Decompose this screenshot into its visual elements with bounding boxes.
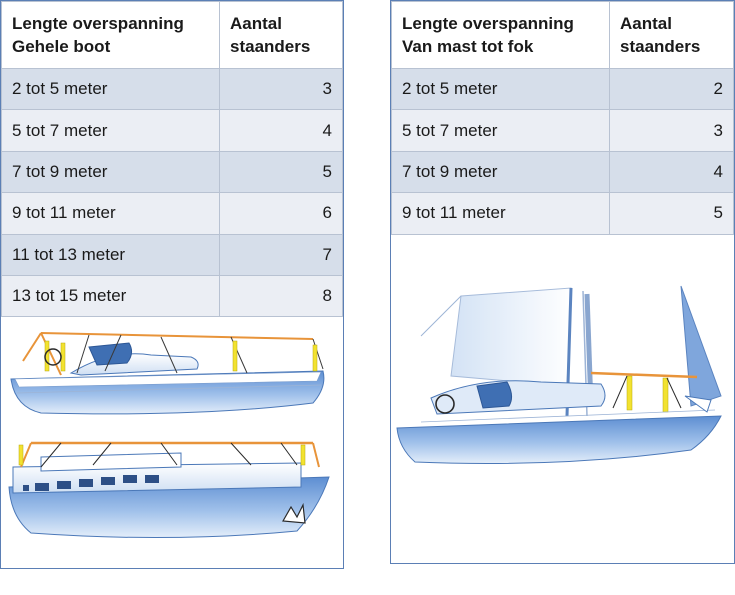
range-cell: 5 tot 7 meter <box>1 109 220 152</box>
sailboat-with-mast-icon <box>396 285 722 464</box>
range-cell: 9 tot 11 meter <box>1 192 220 235</box>
sailboat-icon <box>10 332 325 415</box>
table-row: 5 tot 7 meter 3 <box>391 109 734 152</box>
header-line: staanders <box>620 37 701 56</box>
header-line: staanders <box>230 37 311 56</box>
right-panel: Lengte overspanning Van mast tot fok Aan… <box>390 0 735 564</box>
count-cell: 4 <box>609 150 734 194</box>
header-line: Lengte overspanning <box>402 14 574 33</box>
boat-illustration <box>391 236 734 561</box>
header-span-length: Lengte overspanning Gehele boot <box>1 1 220 69</box>
right-spec-table: Lengte overspanning Van mast tot fok Aan… <box>391 1 734 235</box>
count-cell: 7 <box>219 233 343 276</box>
count-cell: 8 <box>219 274 343 318</box>
header-line: Lengte overspanning <box>12 14 184 33</box>
count-cell: 6 <box>219 192 343 235</box>
motor-yacht-icon <box>8 441 330 539</box>
table-row: 9 tot 11 meter 6 <box>1 192 343 235</box>
count-cell: 2 <box>609 67 734 111</box>
range-cell: 2 tot 5 meter <box>1 67 220 111</box>
range-cell: 2 tot 5 meter <box>391 67 610 111</box>
header-line: Aantal <box>620 14 672 33</box>
range-cell: 5 tot 7 meter <box>391 109 610 152</box>
table-row: 2 tot 5 meter 3 <box>1 67 343 111</box>
range-cell: 13 tot 15 meter <box>1 274 220 318</box>
header-span-length: Lengte overspanning Van mast tot fok <box>391 1 610 69</box>
count-cell: 4 <box>219 109 343 152</box>
header-line: Gehele boot <box>12 37 111 56</box>
range-cell: 11 tot 13 meter <box>1 233 220 276</box>
count-cell: 5 <box>609 192 734 235</box>
range-cell: 7 tot 9 meter <box>1 150 220 194</box>
left-panel: Lengte overspanning Gehele boot Aantal s… <box>0 0 344 569</box>
table-row: 9 tot 11 meter 5 <box>391 192 734 235</box>
left-spec-table: Lengte overspanning Gehele boot Aantal s… <box>1 1 343 318</box>
table-row: 7 tot 9 meter 5 <box>1 150 343 194</box>
header-line: Van mast tot fok <box>402 37 534 56</box>
range-cell: 9 tot 11 meter <box>391 192 610 235</box>
header-line: Aantal <box>230 14 282 33</box>
count-cell: 5 <box>219 150 343 194</box>
count-cell: 3 <box>609 109 734 152</box>
table-row: 5 tot 7 meter 4 <box>1 109 343 152</box>
table-header-row: Lengte overspanning Gehele boot Aantal s… <box>1 1 343 69</box>
header-stanchion-count: Aantal staanders <box>219 1 343 69</box>
boat-illustrations <box>1 317 343 567</box>
table-header-row: Lengte overspanning Van mast tot fok Aan… <box>391 1 734 69</box>
header-stanchion-count: Aantal staanders <box>609 1 734 69</box>
table-row: 13 tot 15 meter 8 <box>1 274 343 318</box>
count-cell: 3 <box>219 67 343 111</box>
table-row: 11 tot 13 meter 7 <box>1 233 343 276</box>
table-row: 2 tot 5 meter 2 <box>391 67 734 111</box>
range-cell: 7 tot 9 meter <box>391 150 610 194</box>
table-row: 7 tot 9 meter 4 <box>391 150 734 194</box>
